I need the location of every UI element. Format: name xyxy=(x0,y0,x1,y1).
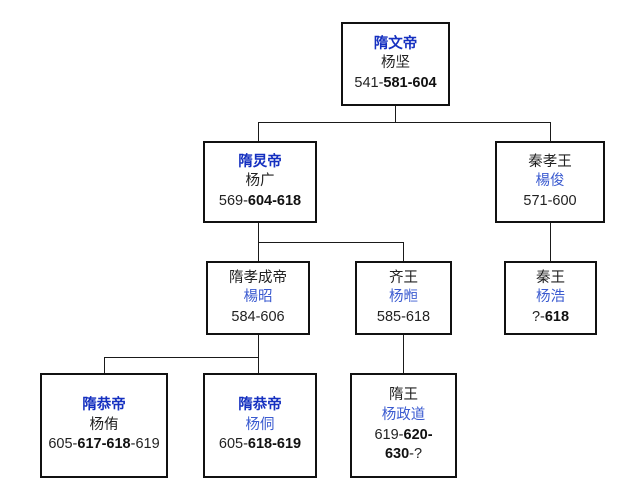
node-name: 杨广 xyxy=(245,173,275,190)
connector-qinxiaowang-to-qinwang xyxy=(550,222,551,261)
connector-xiaochengdi-stem xyxy=(258,335,259,357)
node-dates: 619-620-630-? xyxy=(374,426,433,463)
node-qi-wang[interactable]: 齐王 杨暅 585-618 xyxy=(355,261,452,335)
node-name[interactable]: 楊俊 xyxy=(535,173,565,190)
node-sui-gongdi-tong[interactable]: 隋恭帝 杨侗 605-618-619 xyxy=(203,373,317,478)
node-name[interactable]: 楊昭 xyxy=(243,289,273,306)
connector-yangdi-bus xyxy=(258,242,404,243)
node-title[interactable]: 隋恭帝 xyxy=(238,397,282,414)
node-title: 隋孝成帝 xyxy=(229,269,287,286)
connector-xiaochengdi-bus xyxy=(104,357,259,358)
node-title[interactable]: 隋恭帝 xyxy=(82,397,126,414)
node-title: 隋王 xyxy=(389,387,418,404)
connector-yangdi-to-qiwang xyxy=(403,242,404,261)
node-sui-xiaochengdi[interactable]: 隋孝成帝 楊昭 584-606 xyxy=(206,261,310,335)
node-name: 杨侑 xyxy=(89,416,119,433)
node-dates: 541-581-604 xyxy=(354,74,437,91)
node-title[interactable]: 隋炅帝 xyxy=(238,153,282,170)
node-name[interactable]: 杨暅 xyxy=(389,289,418,306)
node-name[interactable]: 杨侗 xyxy=(245,416,275,433)
connector-yangdi-to-xiaochengdi xyxy=(258,242,259,261)
connector-xiaochengdi-to-gongdiyou xyxy=(104,357,105,373)
connector-wendi-to-qinxiaowang xyxy=(550,122,551,141)
connector-xiaochengdi-to-gongditong xyxy=(258,357,259,373)
node-title: 秦王 xyxy=(536,269,565,286)
node-dates: 605-618-619 xyxy=(218,436,302,453)
node-dates: 584-606 xyxy=(231,308,285,325)
node-name[interactable]: 杨浩 xyxy=(536,289,565,306)
connector-wendi-to-yangdi xyxy=(258,122,259,141)
connector-wendi-stem xyxy=(395,105,396,122)
node-dates: 605-617-618-619 xyxy=(48,436,160,453)
node-name[interactable]: 杨政道 xyxy=(381,406,426,423)
node-sui-wang[interactable]: 隋王 杨政道 619-620-630-? xyxy=(350,373,457,478)
node-dates: 569-604-618 xyxy=(218,192,302,209)
node-sui-yangdi[interactable]: 隋炅帝 杨广 569-604-618 xyxy=(203,141,317,223)
node-sui-wendi[interactable]: 隋文帝 杨坚 541-581-604 xyxy=(341,22,450,106)
node-title[interactable]: 隋文帝 xyxy=(373,35,418,52)
node-dates: ?-618 xyxy=(531,308,570,325)
node-qin-wang[interactable]: 秦王 杨浩 ?-618 xyxy=(504,261,597,335)
node-dates: 571-600 xyxy=(523,192,577,209)
node-sui-gongdi-you[interactable]: 隋恭帝 杨侑 605-617-618-619 xyxy=(40,373,168,478)
node-title: 秦孝王 xyxy=(528,153,572,170)
connector-wendi-bus xyxy=(258,122,551,123)
node-name: 杨坚 xyxy=(381,55,410,72)
connector-qiwang-to-suiwang xyxy=(403,335,404,373)
node-qin-xiaowang[interactable]: 秦孝王 楊俊 571-600 xyxy=(495,141,605,223)
node-dates: 585-618 xyxy=(376,308,431,325)
node-title: 齐王 xyxy=(389,269,418,286)
connector-yangdi-stem xyxy=(258,222,259,242)
